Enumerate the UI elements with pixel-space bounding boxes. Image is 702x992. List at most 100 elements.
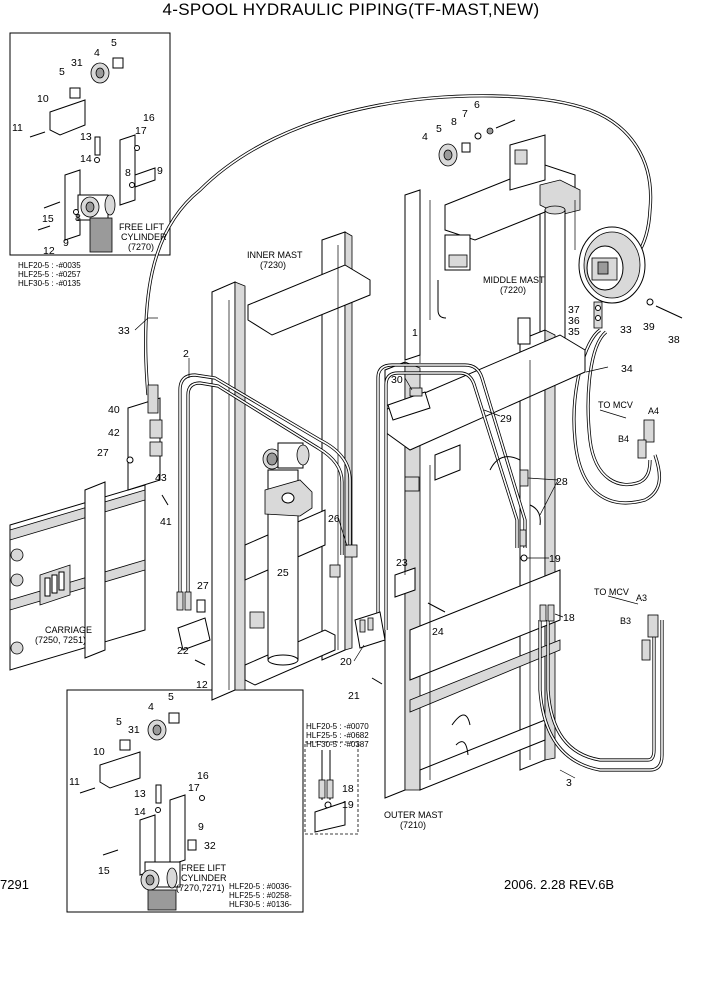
callout-20: 20: [340, 656, 352, 668]
callout-4: 4: [94, 47, 100, 59]
port-b3-label: B3: [620, 616, 631, 626]
serial-line: HLF20-5 : -#0070: [306, 722, 369, 731]
callout-24: 24: [432, 626, 444, 638]
page-number: 7291: [0, 877, 29, 892]
port-a4-label: A4: [648, 406, 659, 416]
callout-12: 12: [196, 679, 208, 691]
callout-11: 11: [12, 122, 23, 134]
callout-37: 37: [568, 304, 580, 316]
callout-16: 16: [143, 112, 155, 124]
callout-5: 5: [116, 716, 122, 728]
hose-1: [376, 363, 527, 630]
page-title: 4-SPOOL HYDRAULIC PIPING(TF-MAST,NEW): [162, 0, 540, 19]
callout-12: 12: [43, 245, 55, 257]
callout-40: 40: [108, 404, 120, 416]
callout-23: 23: [396, 557, 408, 569]
outer-mast-code: (7210): [400, 820, 426, 830]
inner-mast: [211, 231, 371, 701]
callout-4: 4: [148, 701, 154, 713]
callout-38: 38: [668, 334, 680, 346]
outer-mast: [384, 317, 586, 799]
serial-ranges: HLF20-5 : -#0035 HLF25-5 : -#0257 HLF30-…: [18, 261, 369, 909]
callout-2: 2: [183, 348, 189, 360]
free-lift-label-b2: CYLINDER: [181, 873, 227, 883]
callout-11: 11: [69, 776, 80, 788]
carriage-label: CARRIAGE: [45, 625, 92, 635]
callout-39: 39: [643, 321, 655, 333]
free-lift-label: FREE LIFT: [119, 222, 165, 232]
hose-3: [538, 614, 664, 772]
revision-date: 2006. 2.28 REV.6B: [504, 877, 615, 892]
fittings-28-30: [387, 387, 541, 526]
callout-25: 25: [277, 567, 289, 579]
inset-box-bottom: [66, 689, 304, 913]
serial-line: HLF20-5 : #0036-: [229, 882, 292, 891]
serial-line: HLF25-5 : -#0257: [18, 270, 81, 279]
hose-33: [143, 94, 653, 396]
fittings-18-19: [519, 529, 555, 622]
callout-15: 15: [98, 865, 110, 877]
callout-4: 4: [422, 131, 428, 143]
inset-box-middle: [304, 741, 359, 835]
callout-29: 29: [500, 413, 512, 425]
sheave-top: [438, 119, 516, 167]
to-mcv-label: TO MCV: [598, 400, 633, 410]
serial-line: HLF25-5 : #0258-: [229, 891, 292, 900]
callout-3: 3: [566, 777, 572, 789]
inset-box-top-left: [9, 32, 171, 256]
free-lift-cylinder: [262, 442, 313, 666]
serial-line: HLF30-5 : -#0387: [306, 740, 369, 749]
free-lift-label-b: FREE LIFT: [181, 863, 227, 873]
callout-31: 31: [71, 57, 83, 69]
callout-30: 30: [391, 374, 403, 386]
free-lift-code-b: (7270,7271): [176, 883, 225, 893]
callout-13: 13: [134, 788, 146, 800]
free-lift-code: (7270): [128, 242, 154, 252]
inset-top-parts: [29, 57, 156, 253]
callout-31: 31: [128, 724, 140, 736]
callout-26: 26: [328, 513, 340, 525]
serial-line: HLF20-5 : -#0035: [18, 261, 81, 270]
callout-19: 19: [342, 799, 354, 811]
serial-line: HLF30-5 : -#0135: [18, 279, 81, 288]
callout-27: 27: [97, 447, 109, 459]
callout-22: 22: [177, 645, 189, 657]
middle-mast-code: (7220): [500, 285, 526, 295]
block-22: [177, 599, 211, 666]
carriage-code: (7250, 7251): [35, 635, 86, 645]
callout-8: 8: [75, 212, 81, 224]
to-mcv-label-2: TO MCV: [594, 587, 629, 597]
callout-28: 28: [556, 476, 568, 488]
hose-reel: [578, 226, 683, 329]
serial-line: HLF25-5 : -#0682: [306, 731, 369, 740]
inner-mast-label: INNER MAST: [247, 250, 303, 260]
callout-33: 33: [118, 325, 130, 337]
callout-10: 10: [37, 93, 49, 105]
callout-14: 14: [80, 153, 92, 165]
callout-17: 17: [188, 782, 200, 794]
callout-8: 8: [451, 116, 457, 128]
callout-16: 16: [197, 770, 209, 782]
outer-mast-label: OUTER MAST: [384, 810, 444, 820]
leader-lines: [134, 317, 639, 779]
callout-13: 13: [80, 131, 92, 143]
inner-mast-code: (7230): [260, 260, 286, 270]
free-lift-label-2: CYLINDER: [121, 232, 167, 242]
callout-1: 1: [412, 327, 418, 339]
bracket-40-43: [126, 384, 169, 506]
callout-32: 32: [204, 840, 216, 852]
callout-43: 43: [155, 472, 167, 484]
callout-9: 9: [63, 237, 69, 249]
callout-9: 9: [157, 165, 163, 177]
callout-14: 14: [134, 806, 146, 818]
hose-34: [572, 328, 661, 505]
port-b4-label: B4: [618, 434, 629, 444]
callout-6: 6: [474, 99, 480, 111]
callout-35: 35: [568, 326, 580, 338]
carriage: [9, 481, 146, 671]
callout-34: 34: [621, 363, 633, 375]
middle-mast-label: MIDDLE MAST: [483, 275, 545, 285]
callout-8: 8: [125, 167, 131, 179]
callout-21: 21: [348, 690, 360, 702]
